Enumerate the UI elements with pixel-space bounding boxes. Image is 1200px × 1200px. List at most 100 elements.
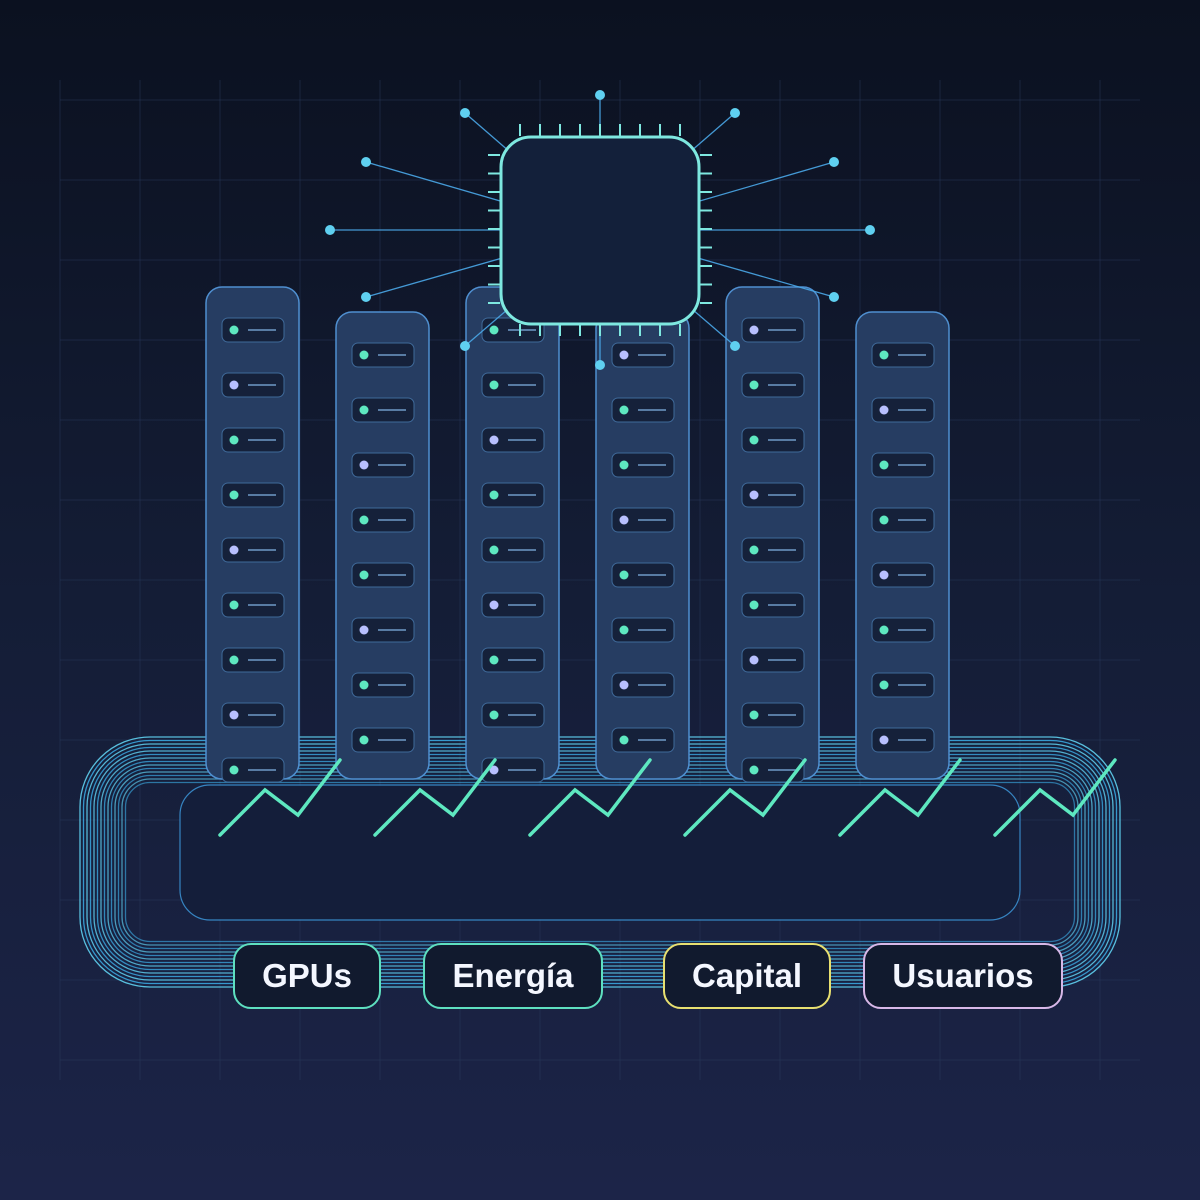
server-rack-icon	[725, 286, 820, 783]
server-unit	[221, 372, 285, 398]
server-unit	[741, 757, 805, 783]
trend-up-icon	[838, 758, 962, 837]
server-unit	[351, 672, 415, 698]
trend-up-icon	[993, 758, 1117, 837]
status-led-icon	[359, 405, 369, 415]
status-led-icon	[229, 545, 239, 555]
server-unit	[221, 537, 285, 563]
status-led-icon	[749, 545, 759, 555]
server-rack-icon	[335, 311, 430, 780]
loop-ring	[117, 774, 1083, 950]
node-dot-icon	[361, 157, 371, 167]
server-unit	[871, 342, 935, 368]
server-unit	[351, 562, 415, 588]
processor-chip-icon	[325, 90, 875, 370]
node-dot-icon	[460, 341, 470, 351]
server-unit	[351, 397, 415, 423]
server-unit	[221, 592, 285, 618]
status-led-icon	[359, 735, 369, 745]
server-unit	[351, 507, 415, 533]
server-unit	[871, 617, 935, 643]
server-unit	[611, 617, 675, 643]
server-unit	[611, 672, 675, 698]
node-dot-icon	[865, 225, 875, 235]
rack-body	[595, 311, 690, 780]
server-rack-icon	[595, 311, 690, 780]
status-led-icon	[619, 735, 629, 745]
status-led-icon	[229, 655, 239, 665]
server-unit	[481, 427, 545, 453]
status-led-icon	[879, 405, 889, 415]
server-unit	[221, 647, 285, 673]
node-dot-icon	[460, 108, 470, 118]
server-unit	[221, 427, 285, 453]
server-unit	[611, 397, 675, 423]
server-unit	[611, 507, 675, 533]
status-led-icon	[619, 515, 629, 525]
node-dot-icon	[829, 157, 839, 167]
server-unit	[481, 647, 545, 673]
server-rack-icon	[855, 311, 950, 780]
loop-ring	[121, 778, 1079, 946]
status-led-icon	[879, 735, 889, 745]
status-led-icon	[489, 490, 499, 500]
status-led-icon	[359, 625, 369, 635]
node-dot-icon	[595, 90, 605, 100]
status-led-icon	[359, 460, 369, 470]
server-unit	[221, 482, 285, 508]
server-unit	[741, 647, 805, 673]
server-rack-icon	[465, 286, 560, 783]
server-unit	[611, 452, 675, 478]
loop-ring	[124, 781, 1076, 943]
status-led-icon	[229, 380, 239, 390]
server-unit	[741, 317, 805, 343]
label-gpus: GPUs	[233, 943, 381, 1009]
status-led-icon	[749, 600, 759, 610]
rack-body	[855, 311, 950, 780]
status-led-icon	[489, 325, 499, 335]
server-unit	[611, 727, 675, 753]
rack-body	[335, 311, 430, 780]
label-capital: Capital	[663, 943, 831, 1009]
server-unit	[611, 342, 675, 368]
status-led-icon	[229, 765, 239, 775]
server-unit	[481, 757, 545, 783]
server-unit	[871, 452, 935, 478]
status-led-icon	[489, 655, 499, 665]
status-led-icon	[749, 710, 759, 720]
status-led-icon	[879, 460, 889, 470]
server-unit	[741, 427, 805, 453]
status-led-icon	[489, 545, 499, 555]
server-unit	[221, 702, 285, 728]
label-usuarios-text: Usuarios	[892, 957, 1034, 994]
status-led-icon	[359, 680, 369, 690]
status-led-icon	[229, 600, 239, 610]
status-led-icon	[619, 460, 629, 470]
server-unit	[611, 562, 675, 588]
status-led-icon	[489, 600, 499, 610]
node-dot-icon	[595, 360, 605, 370]
status-led-icon	[879, 570, 889, 580]
status-led-icon	[489, 765, 499, 775]
status-led-icon	[749, 380, 759, 390]
status-led-icon	[619, 570, 629, 580]
status-led-icon	[619, 405, 629, 415]
chip-body	[499, 135, 701, 326]
label-usuarios: Usuarios	[863, 943, 1063, 1009]
status-led-icon	[489, 380, 499, 390]
server-rack-icon	[205, 286, 300, 783]
server-racks	[205, 286, 950, 783]
server-unit	[871, 562, 935, 588]
status-led-icon	[619, 680, 629, 690]
status-led-icon	[749, 490, 759, 500]
node-dot-icon	[325, 225, 335, 235]
server-unit	[741, 702, 805, 728]
status-led-icon	[749, 435, 759, 445]
status-led-icon	[489, 710, 499, 720]
server-unit	[351, 727, 415, 753]
trend-up-icon	[218, 758, 342, 837]
server-unit	[221, 757, 285, 783]
status-led-icon	[229, 435, 239, 445]
status-led-icon	[879, 625, 889, 635]
